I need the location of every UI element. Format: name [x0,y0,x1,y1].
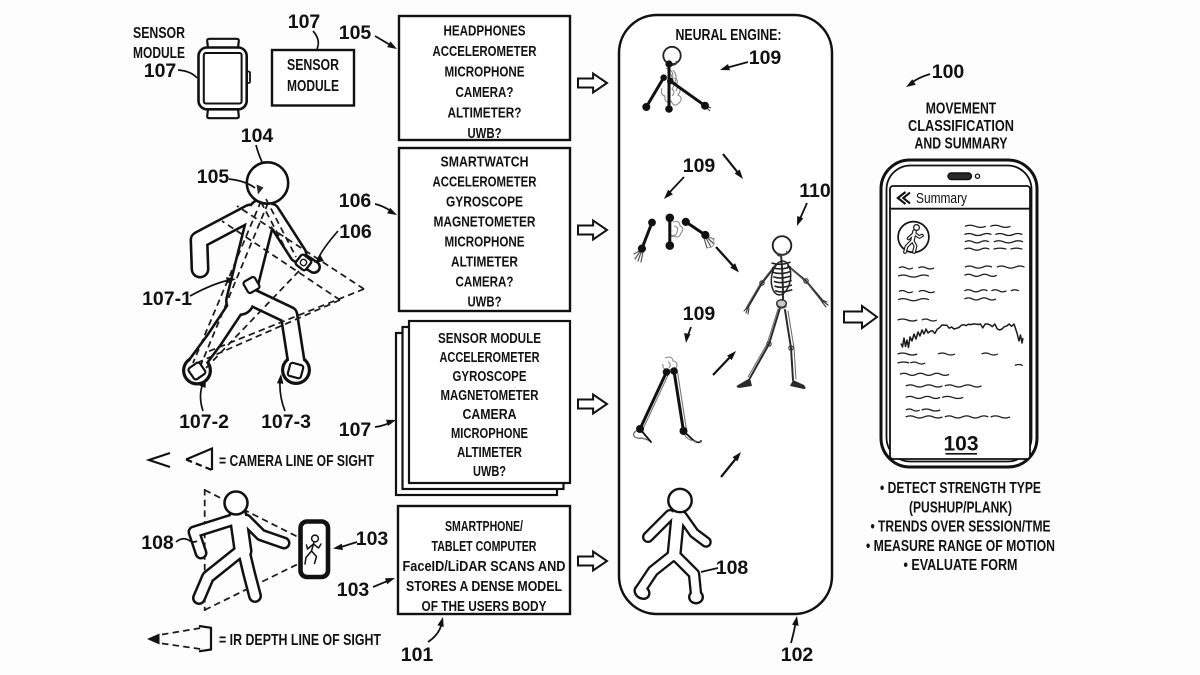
svg-text:SENSOR MODULE: SENSOR MODULE [438,331,541,347]
svg-text:NEURAL ENGINE:: NEURAL ENGINE: [676,27,782,44]
svg-text:ALTIMETER: ALTIMETER [451,254,518,271]
svg-text:OF THE USERS BODY: OF THE USERS BODY [422,599,547,615]
svg-text:104: 104 [241,125,274,147]
svg-text:GYROSCOPE: GYROSCOPE [446,194,523,211]
svg-text:108: 108 [716,557,749,579]
svg-text:MODULE: MODULE [133,45,185,62]
svg-text:SENSOR: SENSOR [133,25,185,42]
svg-text:GYROSCOPE: GYROSCOPE [453,369,527,385]
svg-text:103: 103 [356,528,389,550]
svg-text:109: 109 [749,47,782,69]
svg-text:= IR DEPTH LINE OF SIGHT: = IR DEPTH LINE OF SIGHT [219,632,381,649]
svg-text:101: 101 [401,644,434,666]
svg-text:MAGNETOMETER: MAGNETOMETER [441,388,539,404]
svg-text:MICROPHONE: MICROPHONE [445,234,525,251]
svg-text:109: 109 [683,155,716,177]
svg-text:MOVEMENT: MOVEMENT [926,101,997,118]
svg-text:MICROPHONE: MICROPHONE [451,426,528,442]
svg-text:HEADPHONES: HEADPHONES [444,23,526,40]
svg-text:Summary: Summary [916,191,968,207]
svg-text:109: 109 [683,303,716,325]
svg-text:ACCELEROMETER: ACCELEROMETER [440,350,540,366]
svg-text:ALTIMETER?: ALTIMETER? [448,105,522,122]
svg-text:= CAMERA LINE OF SIGHT: = CAMERA LINE OF SIGHT [219,453,374,470]
svg-text:103: 103 [337,579,370,601]
svg-text:110: 110 [799,180,831,202]
svg-text:ACCELEROMETER: ACCELEROMETER [433,43,537,60]
svg-text:108: 108 [141,532,174,554]
svg-text:ALTIMETER: ALTIMETER [457,445,522,461]
svg-text:UWB?: UWB? [468,294,502,311]
svg-text:105: 105 [339,22,372,44]
svg-text:MODULE: MODULE [287,78,339,95]
svg-text:STORES A DENSE MODEL: STORES A DENSE MODEL [406,579,562,595]
svg-text:TABLET COMPUTER: TABLET COMPUTER [432,539,537,555]
svg-text:ACCELEROMETER: ACCELEROMETER [433,174,537,191]
svg-text:100: 100 [932,61,965,83]
svg-text:107: 107 [144,60,177,82]
svg-text:107-3: 107-3 [261,411,311,433]
svg-text:FaceID/LiDAR SCANS AND: FaceID/LiDAR SCANS AND [403,559,566,575]
svg-text:UWB?: UWB? [468,125,502,142]
svg-text:107: 107 [288,11,321,33]
svg-text:SMARTWATCH: SMARTWATCH [441,154,529,171]
svg-text:UWB?: UWB? [473,464,506,480]
svg-text:102: 102 [781,644,814,666]
svg-text:• DETECT STRENGTH TYPE: • DETECT STRENGTH TYPE [880,480,1041,497]
svg-text:SENSOR: SENSOR [287,57,339,74]
svg-text:107-1: 107-1 [142,288,192,310]
svg-text:AND SUMMARY: AND SUMMARY [915,136,1009,153]
svg-text:SMARTPHONE/: SMARTPHONE/ [445,519,523,535]
svg-text:106: 106 [339,190,372,212]
svg-text:CAMERA?: CAMERA? [456,84,514,101]
svg-text:• TRENDS OVER SESSION/TME: • TRENDS OVER SESSION/TME [871,519,1051,536]
svg-text:107-2: 107-2 [179,411,229,433]
svg-text:MICROPHONE: MICROPHONE [445,64,525,81]
svg-text:CLASSIFICATION: CLASSIFICATION [908,118,1014,135]
svg-text:105: 105 [197,166,230,188]
svg-text:106: 106 [339,221,372,243]
svg-text:• EVALUATE FORM: • EVALUATE FORM [904,557,1018,574]
svg-text:CAMERA?: CAMERA? [456,274,514,291]
svg-text:MAGNETOMETER: MAGNETOMETER [434,214,536,231]
svg-text:103: 103 [943,433,978,456]
svg-text:(PUSHUP/PLANK): (PUSHUP/PLANK) [909,499,1012,516]
svg-text:• MEASURE RANGE OF MOTION: • MEASURE RANGE OF MOTION [866,538,1055,555]
svg-text:CAMERA: CAMERA [463,407,517,423]
svg-text:107: 107 [339,419,372,441]
